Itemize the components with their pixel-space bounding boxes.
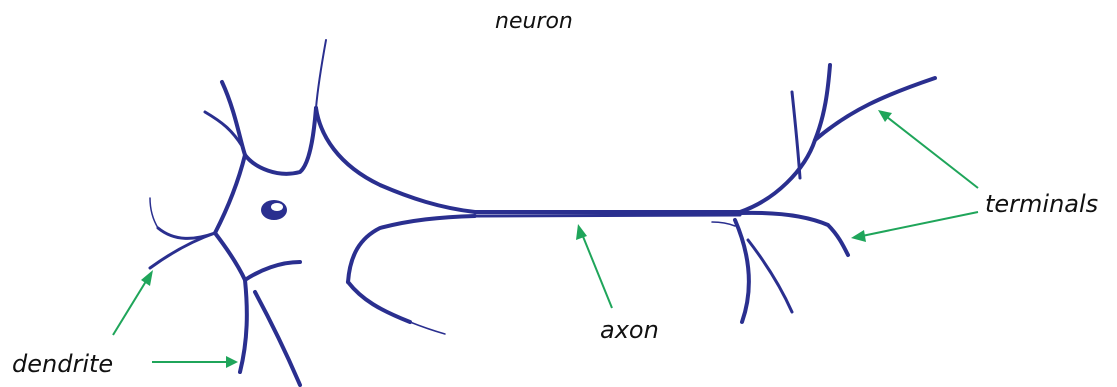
dendrite-label: dendrite (12, 350, 113, 378)
soma (150, 40, 475, 385)
neuron-drawing (150, 40, 935, 385)
terminals-arrow-upper (878, 110, 978, 188)
axon-label: axon (600, 316, 659, 344)
axon-arrow (576, 224, 612, 308)
dendrite-arrow-upper (113, 270, 153, 335)
terminals-arrow-lower (851, 212, 978, 242)
diagram-title: neuron (495, 9, 573, 34)
axon-shaft (475, 212, 740, 216)
terminals-label: terminals (985, 190, 1098, 218)
axon-terminals (712, 65, 935, 322)
dendrite-arrow-lower (152, 356, 238, 368)
